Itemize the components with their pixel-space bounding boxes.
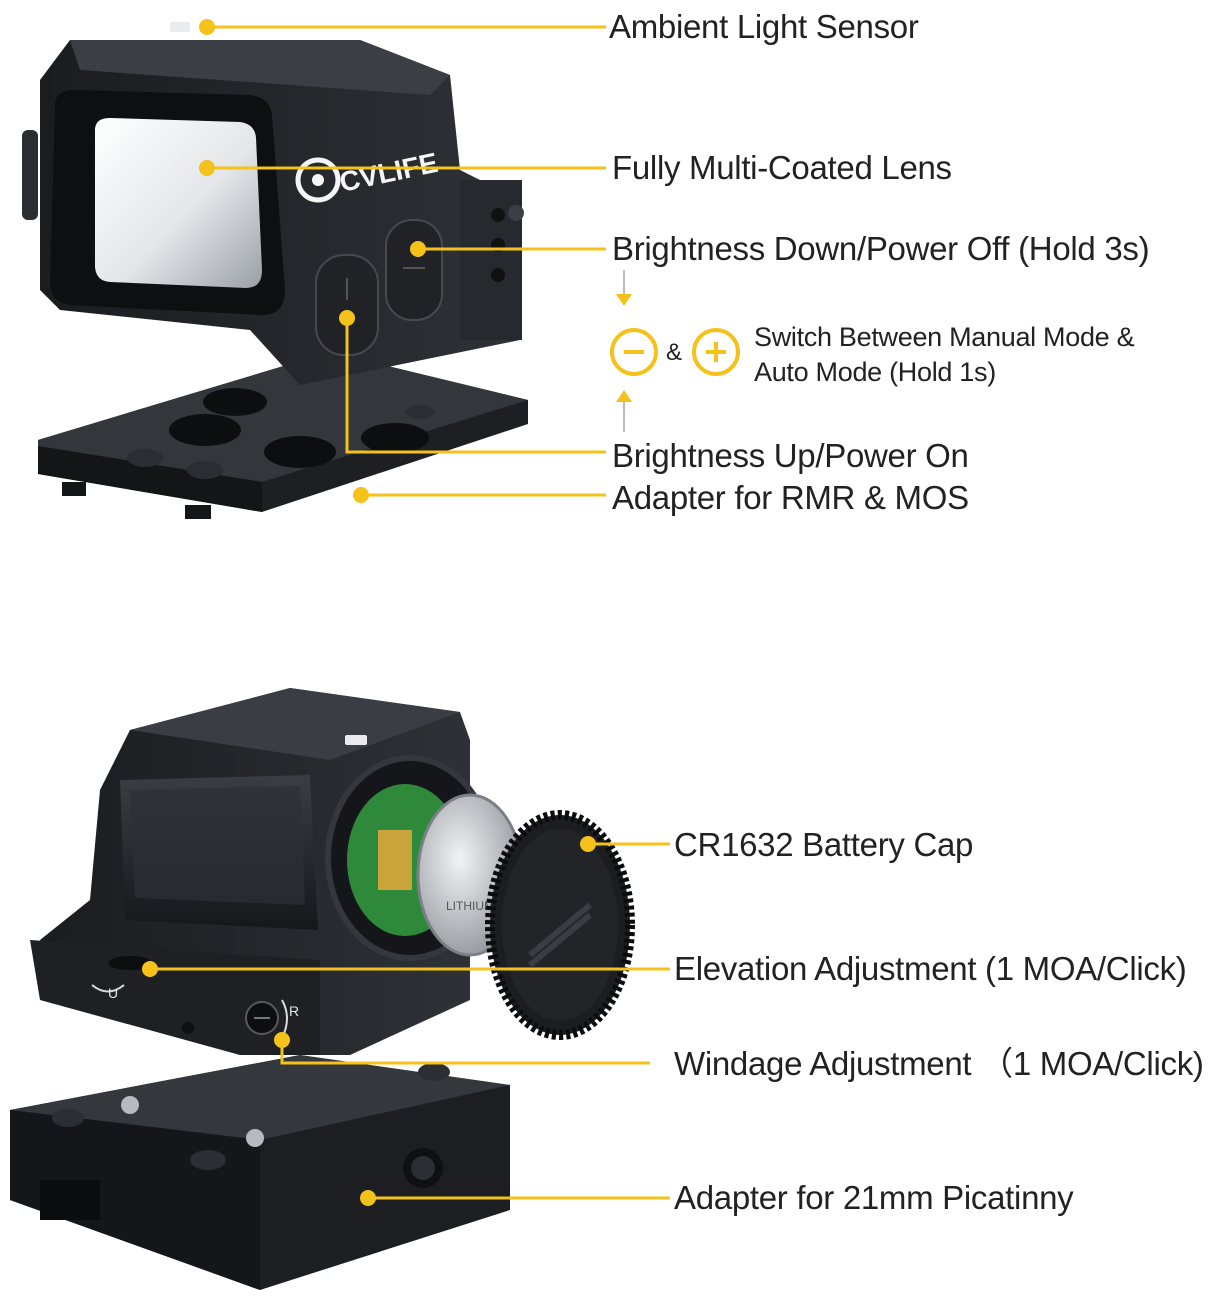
label-ambient-light-sensor: Ambient Light Sensor	[609, 8, 919, 45]
plus-circle-icon	[692, 328, 740, 376]
arrow-down-icon	[616, 270, 632, 306]
label-battery-cap: CR1632 Battery Cap	[674, 826, 974, 863]
label-adapter-rmr-mos: Adapter for RMR & MOS	[612, 479, 969, 516]
label-windage-adjustment: Windage Adjustment （1 MOA/Click)	[674, 1045, 1204, 1082]
label-mode-switch: Switch Between Manual Mode & Auto Mode (…	[754, 322, 1135, 387]
adapter-plate-rmr-mos	[38, 352, 528, 519]
label-elevation-adjustment: Elevation Adjustment (1 MOA/Click)	[674, 950, 1187, 987]
ambient-light-sensor	[170, 22, 190, 32]
arrow-up-icon	[616, 390, 632, 432]
top-red-dot-sight	[22, 22, 528, 519]
label-adapter-picatinny: Adapter for 21mm Picatinny	[674, 1179, 1074, 1216]
windage-direction-mark: R	[289, 1003, 299, 1019]
elevation-direction-mark: U	[108, 985, 118, 1001]
battery-text: LITHIUM	[446, 899, 494, 913]
label-ampersand: &	[666, 339, 683, 366]
label-brightness-down: Brightness Down/Power Off (Hold 3s)	[612, 230, 1150, 267]
callout-dots	[142, 19, 596, 1206]
minus-circle-icon	[610, 328, 658, 376]
brightness-down-button	[385, 219, 443, 321]
adapter-picatinny	[10, 1055, 510, 1290]
lens	[95, 118, 262, 288]
label-multi-coated-lens: Fully Multi-Coated Lens	[612, 149, 952, 186]
callout-lines	[150, 25, 670, 1200]
label-brightness-up: Brightness Up/Power On	[612, 437, 969, 474]
bottom-red-dot-sight: LITHIUM U R	[10, 688, 635, 1290]
